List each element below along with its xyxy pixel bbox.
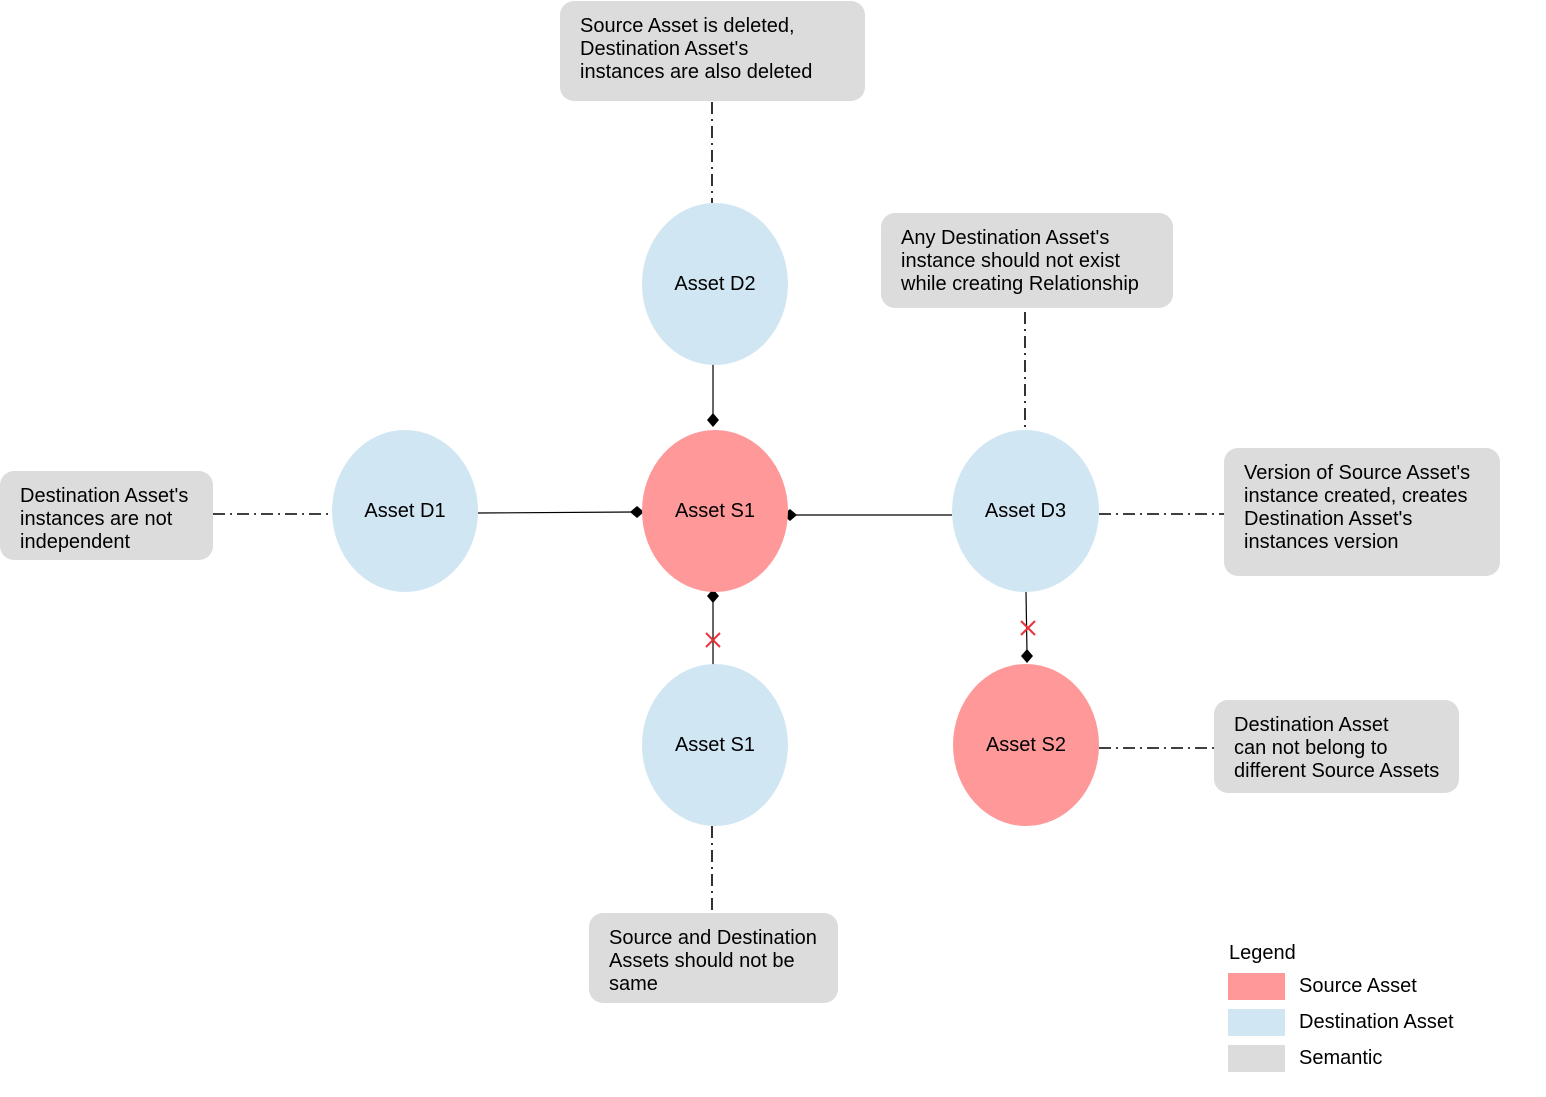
note-versioning: Version of Source Asset's instance creat… — [1224, 448, 1500, 576]
diamond-marker-d1 — [630, 506, 644, 518]
note-no-existing-instance: Any Destination Asset's instance should … — [881, 213, 1173, 308]
note-not-same: Source and Destination Assets should not… — [589, 913, 838, 1003]
note-single-source: Destination Asset can not belong to diff… — [1214, 700, 1459, 793]
invalid-x-mark-s2 — [1020, 620, 1036, 636]
legend-item-source: Source Asset — [1228, 973, 1528, 1000]
node-asset-d1: Asset D1 — [332, 430, 478, 592]
node-asset-d2: Asset D2 — [642, 203, 788, 365]
legend: Legend Source Asset Destination Asset Se… — [1228, 940, 1528, 1080]
node-asset-s1: Asset S1 — [642, 430, 788, 592]
node-label: Asset S1 — [674, 733, 756, 756]
node-label: Asset S1 — [674, 499, 756, 522]
node-label: Asset D3 — [984, 499, 1067, 522]
node-asset-d3: Asset D3 — [952, 430, 1099, 592]
diamond-marker-d2 — [707, 413, 719, 427]
diamond-marker-s2 — [1021, 649, 1033, 663]
legend-swatch-source — [1228, 973, 1285, 1000]
legend-title: Legend — [1229, 942, 1296, 964]
legend-item-semantic: Semantic — [1228, 1045, 1528, 1072]
note-not-independent: Destination Asset's instances are not in… — [0, 471, 213, 560]
node-label: Asset D2 — [674, 272, 756, 295]
edge-d1-s1 — [477, 511, 635, 514]
node-label: Asset D1 — [364, 499, 446, 522]
node-asset-s1-destination: Asset S1 — [642, 664, 788, 826]
legend-swatch-semantic — [1228, 1045, 1285, 1072]
diamond-marker-s1dest — [707, 589, 719, 603]
edge-d3-s2 — [1025, 591, 1028, 654]
legend-swatch-destination — [1228, 1009, 1285, 1036]
legend-item-destination: Destination Asset — [1228, 1009, 1528, 1036]
invalid-x-mark-s1 — [705, 632, 721, 648]
legend-label: Source Asset — [1299, 975, 1417, 997]
legend-label: Semantic — [1299, 1047, 1383, 1069]
node-label: Asset S2 — [985, 733, 1067, 756]
node-asset-s2: Asset S2 — [953, 664, 1099, 826]
note-cascade-delete: Source Asset is deleted, Destination Ass… — [560, 1, 865, 101]
legend-label: Destination Asset — [1299, 1011, 1454, 1033]
